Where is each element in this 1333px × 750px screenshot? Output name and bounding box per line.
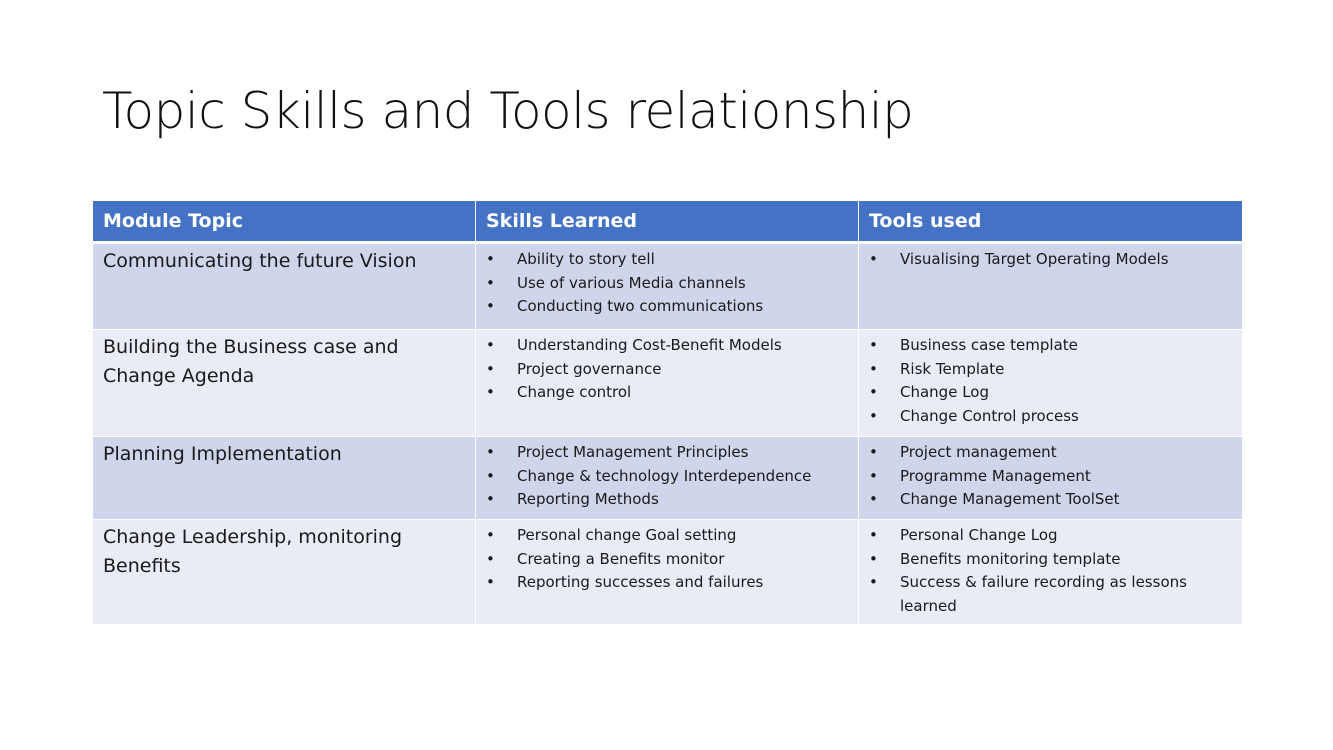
bullet-icon: • [486,443,495,461]
list-item-text: Ability to story tell [517,250,655,268]
list-item-text: Creating a Benefits monitor [517,549,725,568]
list-item-text: Visualising Target Operating Models [900,250,1169,268]
bullet-icon: • [486,573,495,591]
list-item: • Project management [869,441,1232,465]
bullet-icon: • [486,383,495,401]
skills-cell: • Project Management Principles • Change &… [475,436,859,520]
list-item-text: Personal change Goal setting [517,526,737,544]
list-item: • Change Control process [869,405,1232,429]
list-item: • Conducting two communications [486,295,848,319]
bullet-icon: • [486,526,495,544]
list-item: • Project Management Principles [486,441,848,465]
list-item: • Reporting successes and failures [486,571,848,595]
table-row: Communicating the future Vision • Ability… [92,242,1243,330]
list-item-text: Personal Change Log [900,526,1058,544]
skills-list: • Project Management Principles • Change &… [486,441,848,512]
table-row: Building the Business case and Change Ag… [92,329,1243,437]
list-item-text: Change & technology Interdependence [517,466,812,485]
list-item-text: Success & failure recording as lessons l… [900,573,1187,615]
list-item-text: Project governance [517,359,662,378]
skills-cell: • Understanding Cost-Benefit Models • Proj… [475,329,859,437]
tools-cell: • Visualising Target Operating Models [858,242,1243,330]
list-item: • Business case template [869,334,1232,358]
slide-title: Topic Skills and Tools relationship [102,82,914,140]
list-item-text: Understanding Cost-Benefit Models [517,336,782,354]
header-module-topic: Module Topic [92,200,476,244]
list-item-text: Programme Management [900,466,1091,485]
list-item: • Programme Management [869,465,1232,489]
bullet-icon: • [869,359,878,378]
list-item-text: Project Management Principles [517,443,749,461]
list-item-text: Change Log [900,383,989,401]
list-item: • Visualising Target Operating Models [869,248,1232,272]
tools-list: • Visualising Target Operating Models [869,248,1232,272]
list-item: • Personal Change Log [869,524,1232,548]
list-item: • Benefits monitoring template [869,548,1232,572]
table-row: Planning Implementation • Project Managem… [92,436,1243,520]
list-item: • Success & failure recording as lessons … [869,571,1232,618]
skills-list: • Ability to story tell • Use of various M… [486,248,848,319]
skills-list: • Understanding Cost-Benefit Models • Proj… [486,334,848,405]
list-item: • Ability to story tell [486,248,848,272]
topic-skills-tools-table: Module Topic Skills Learned Tools used C… [92,200,1243,625]
list-item-text: Use of various Media channels [517,273,746,292]
table-header-row: Module Topic Skills Learned Tools used [92,200,1243,244]
bullet-icon: • [486,359,495,378]
list-item-text: Change Control process [900,406,1079,425]
list-item-text: Reporting successes and failures [517,573,764,591]
list-item-text: Risk Template [900,359,1005,378]
module-topic-cell: Communicating the future Vision [92,242,476,330]
list-item-text: Conducting two communications [517,297,764,315]
list-item: • Project governance [486,358,848,382]
bullet-icon: • [486,297,495,315]
list-item: • Creating a Benefits monitor [486,548,848,572]
bullet-icon: • [869,549,878,568]
list-item: • Change & technology Interdependence [486,465,848,489]
tools-list: • Business case template • Risk Template •… [869,334,1232,428]
bullet-icon: • [486,336,495,354]
bullet-icon: • [869,443,878,461]
list-item: • Reporting Methods [486,488,848,512]
skills-cell: • Ability to story tell • Use of various M… [475,242,859,330]
list-item: • Change control [486,381,848,405]
bullet-icon: • [486,490,495,508]
bullet-icon: • [486,250,495,268]
list-item-text: Benefits monitoring template [900,549,1121,568]
list-item: • Personal change Goal setting [486,524,848,548]
list-item: • Risk Template [869,358,1232,382]
list-item: • Use of various Media channels [486,272,848,296]
list-item-text: Change Management ToolSet [900,490,1120,508]
tools-list: • Personal Change Log • Benefits monitorin… [869,524,1232,618]
list-item: • Change Management ToolSet [869,488,1232,512]
bullet-icon: • [869,383,878,401]
bullet-icon: • [869,526,878,544]
list-item-text: Business case template [900,336,1078,354]
bullet-icon: • [869,250,878,268]
list-item: • Understanding Cost-Benefit Models [486,334,848,358]
bullet-icon: • [486,466,495,485]
table-row: Change Leadership, monitoring Benefits •… [92,519,1243,625]
bullet-icon: • [869,466,878,485]
bullet-icon: • [869,406,878,425]
tools-cell: • Business case template • Risk Template •… [858,329,1243,437]
header-tools-used: Tools used [858,200,1243,244]
bullet-icon: • [486,549,495,568]
tools-list: • Project management • Programme Managemen… [869,441,1232,512]
skills-list: • Personal change Goal setting • Creating … [486,524,848,595]
bullet-icon: • [869,573,878,591]
list-item-text: Project management [900,443,1057,461]
bullet-icon: • [486,273,495,292]
module-topic-cell: Planning Implementation [92,436,476,520]
module-topic-cell: Change Leadership, monitoring Benefits [92,519,476,625]
module-topic-cell: Building the Business case and Change Ag… [92,329,476,437]
bullet-icon: • [869,336,878,354]
list-item-text: Change control [517,383,632,401]
skills-cell: • Personal change Goal setting • Creating … [475,519,859,625]
list-item-text: Reporting Methods [517,490,659,508]
tools-cell: • Personal Change Log • Benefits monitorin… [858,519,1243,625]
bullet-icon: • [869,490,878,508]
tools-cell: • Project management • Programme Managemen… [858,436,1243,520]
header-skills-learned: Skills Learned [475,200,859,244]
list-item: • Change Log [869,381,1232,405]
